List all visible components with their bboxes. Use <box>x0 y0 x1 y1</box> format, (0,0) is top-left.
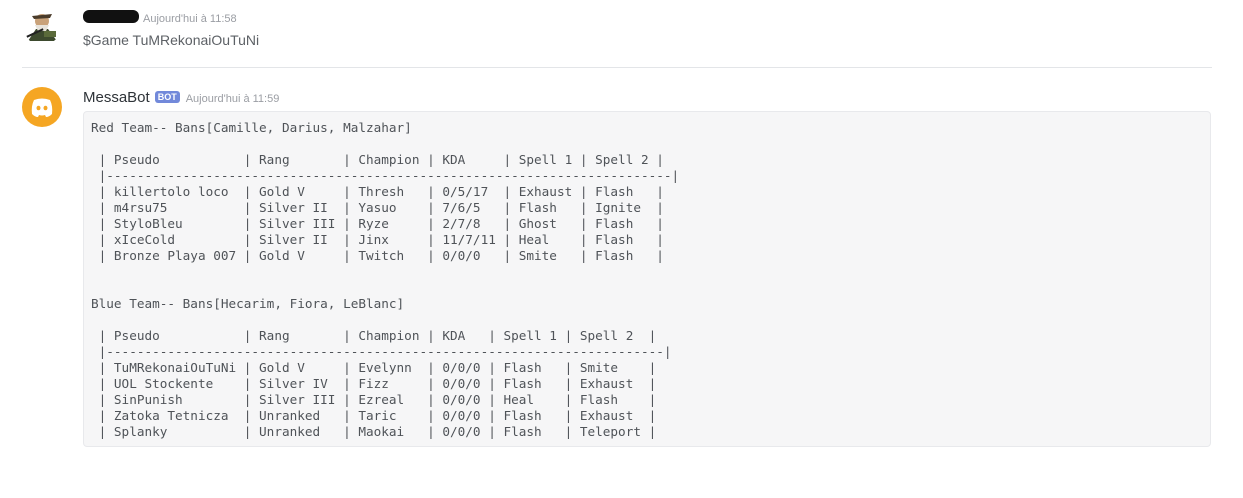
user-avatar-icon <box>22 5 62 45</box>
discord-logo-icon <box>31 98 53 117</box>
code-line: | StyloBleu | Silver III | Ryze | 2/7/8 … <box>91 216 664 231</box>
message-header: MessaBot BOT Aujourd'hui à 11:59 <box>83 89 279 106</box>
code-line <box>91 264 1203 280</box>
timestamp: Aujourd'hui à 11:58 <box>143 13 237 25</box>
code-line <box>91 136 1203 152</box>
bot-avatar[interactable] <box>22 87 62 127</box>
bot-tag: BOT <box>154 91 180 103</box>
code-line: | xIceCold | Silver II | Jinx | 11/7/11 … <box>91 232 664 247</box>
code-line: Blue Team-- Bans[Hecarim, Fiora, LeBlanc… <box>91 296 405 311</box>
code-line: | Pseudo | Rang | Champion | KDA | Spell… <box>91 328 657 343</box>
code-line: | Zatoka Tetnicza | Unranked | Taric | 0… <box>91 408 657 423</box>
code-line: | Splanky | Unranked | Maokai | 0/0/0 | … <box>91 424 657 439</box>
code-line: |---------------------------------------… <box>91 168 680 183</box>
code-line: | killertolo loco | Gold V | Thresh | 0/… <box>91 184 664 199</box>
message-header: Aujourd'hui à 11:58 <box>83 9 237 25</box>
code-line: | TuMRekonaiOuTuNi | Gold V | Evelynn | … <box>91 360 657 375</box>
timestamp: Aujourd'hui à 11:59 <box>185 93 280 105</box>
code-line <box>91 280 1203 296</box>
redacted-username[interactable] <box>83 10 139 23</box>
code-block: Red Team-- Bans[Camille, Darius, Malzaha… <box>83 111 1211 447</box>
code-line: | SinPunish | Silver III | Ezreal | 0/0/… <box>91 392 657 407</box>
code-line: | Pseudo | Rang | Champion | KDA | Spell… <box>91 152 664 167</box>
code-line: Red Team-- Bans[Camille, Darius, Malzaha… <box>91 120 412 135</box>
message-divider <box>22 67 1212 68</box>
user-avatar[interactable] <box>22 5 62 45</box>
code-line: | Bronze Playa 007 | Gold V | Twitch | 0… <box>91 248 664 263</box>
code-line: | UOL Stockente | Silver IV | Fizz | 0/0… <box>91 376 657 391</box>
code-line <box>91 312 1203 328</box>
code-line: |---------------------------------------… <box>91 344 672 359</box>
code-line: | m4rsu75 | Silver II | Yasuo | 7/6/5 | … <box>91 200 664 215</box>
username[interactable]: MessaBot <box>83 89 150 106</box>
message-content: $Game TuMRekonaiOuTuNi <box>83 32 260 48</box>
